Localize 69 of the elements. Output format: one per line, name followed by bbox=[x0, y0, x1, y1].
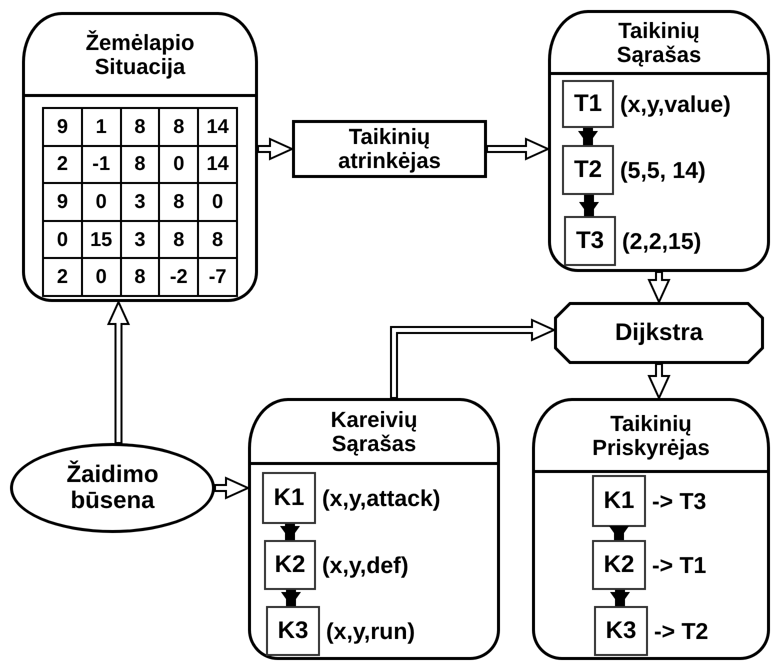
table-cell: 3 bbox=[120, 183, 160, 221]
table-cell: -2 bbox=[159, 258, 198, 296]
item-box: K2 bbox=[592, 540, 646, 590]
item-note: (x,y,attack) bbox=[322, 484, 440, 513]
item-box: K3 bbox=[266, 606, 320, 656]
item-note: (x,y,run) bbox=[326, 616, 416, 646]
table-cell: 0 bbox=[43, 220, 82, 258]
item-note: (5,5, 14) bbox=[620, 156, 706, 185]
item-box: K3 bbox=[594, 606, 648, 656]
table-cell: 14 bbox=[198, 146, 237, 184]
table-cell: 8 bbox=[120, 146, 160, 184]
item-box: T3 bbox=[564, 216, 616, 266]
table-cell: -1 bbox=[82, 146, 121, 184]
panel bbox=[248, 398, 500, 660]
table-cell: 0 bbox=[198, 183, 237, 221]
node-title: Žaidimo būsena bbox=[65, 462, 160, 514]
table-cell: 14 bbox=[198, 108, 237, 146]
item-box: K1 bbox=[262, 472, 316, 524]
arrow bbox=[647, 271, 671, 304]
arrow bbox=[214, 476, 250, 500]
item-note: (x,y,def) bbox=[322, 550, 408, 580]
table-cell: 2 bbox=[43, 146, 82, 184]
item-note: -> T3 bbox=[652, 486, 706, 516]
arrow bbox=[106, 300, 130, 444]
item-box: T1 bbox=[562, 80, 614, 128]
node-title: Taikinių atrinkėjas bbox=[337, 125, 442, 173]
panel bbox=[532, 398, 770, 660]
node-title: Žemėlapio Situacija bbox=[84, 30, 196, 78]
item-note: -> T1 bbox=[652, 550, 706, 580]
node-title: Kareivių Sąrašas bbox=[330, 408, 418, 456]
table-cell: 9 bbox=[43, 183, 82, 221]
arrow bbox=[647, 363, 671, 400]
panel bbox=[548, 10, 770, 272]
table-cell: 15 bbox=[82, 220, 121, 258]
table-cell: 0 bbox=[82, 183, 121, 221]
table-cell: 8 bbox=[120, 108, 160, 146]
node-title: Taikinių Priskyrėjas bbox=[591, 412, 711, 460]
table-cell: 3 bbox=[120, 220, 160, 258]
arrow bbox=[280, 524, 300, 540]
octagon bbox=[554, 302, 764, 364]
item-box: T2 bbox=[562, 145, 614, 195]
item-note: -> T2 bbox=[654, 616, 708, 646]
item-note: (2,2,15) bbox=[622, 226, 702, 256]
table-cell: 0 bbox=[82, 258, 121, 296]
table-cell: -7 bbox=[198, 258, 237, 296]
item-box: K2 bbox=[264, 540, 316, 590]
process-box bbox=[292, 120, 487, 178]
arrow bbox=[281, 590, 301, 606]
arrow bbox=[578, 128, 598, 145]
arrow bbox=[257, 137, 294, 161]
table-cell: 0 bbox=[159, 146, 198, 184]
table-cell: 2 bbox=[43, 258, 82, 296]
table-cell: 8 bbox=[120, 258, 160, 296]
arrow bbox=[610, 590, 630, 606]
arrow bbox=[579, 195, 599, 216]
panel bbox=[22, 12, 258, 302]
table-cell: 1 bbox=[82, 108, 121, 146]
node-title: Dijkstra bbox=[614, 318, 704, 348]
table-cell: 8 bbox=[159, 183, 198, 221]
node-title: Taikinių Sąrašas bbox=[616, 18, 702, 66]
item-box: K1 bbox=[592, 475, 646, 527]
arrow bbox=[486, 137, 550, 161]
arrow bbox=[609, 526, 629, 540]
table-cell: 8 bbox=[159, 220, 198, 258]
table-cell: 8 bbox=[198, 220, 237, 258]
table-cell: 9 bbox=[43, 108, 82, 146]
table-cell: 8 bbox=[159, 108, 198, 146]
item-note: (x,y,value) bbox=[620, 90, 731, 119]
arrow bbox=[390, 318, 556, 399]
